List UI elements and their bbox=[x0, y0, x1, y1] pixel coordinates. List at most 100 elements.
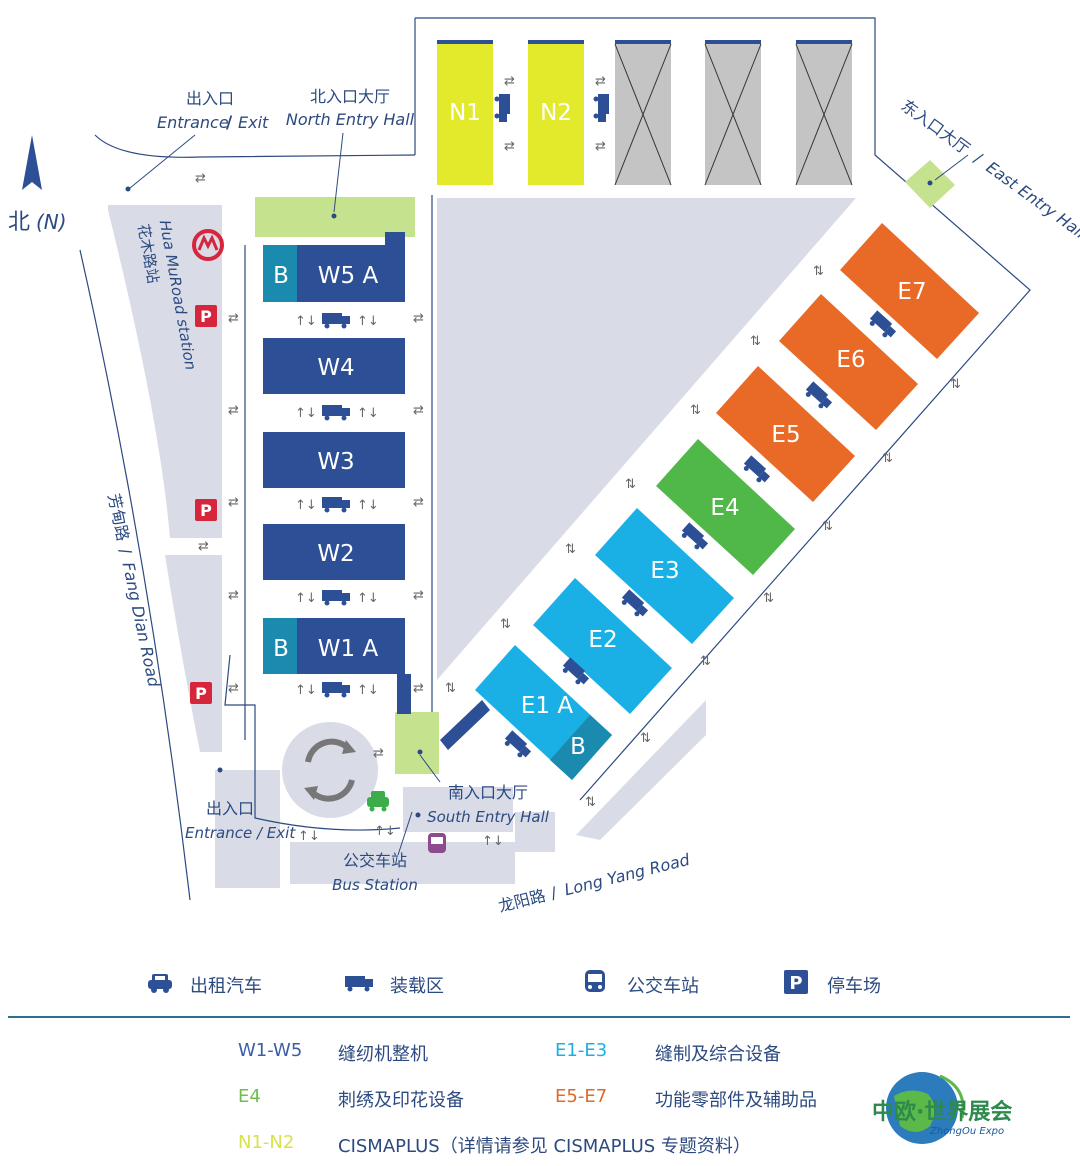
category-desc: 功能零部件及辅助品 bbox=[655, 1090, 817, 1111]
svg-text:P: P bbox=[195, 684, 207, 703]
svg-text:↑↓: ↑↓ bbox=[295, 406, 317, 421]
sw-ground bbox=[215, 770, 280, 888]
svg-text:↑↓: ↑↓ bbox=[295, 314, 317, 329]
hall-w3 bbox=[263, 432, 405, 488]
svg-text:⇅: ⇅ bbox=[750, 334, 761, 349]
svg-text:⇄: ⇄ bbox=[195, 171, 206, 186]
closed-hall-3 bbox=[795, 40, 853, 186]
metro-station-icon bbox=[192, 229, 224, 261]
bus-station-label-cn: 公交车站 bbox=[343, 851, 407, 870]
logo-text-en: ZhongOu Expo bbox=[930, 1126, 1005, 1137]
svg-text:↑↓: ↑↓ bbox=[357, 498, 379, 513]
west-halls: B W5 A W4 W3 W2 B W1 A ↑↓↑↓ ↑↓↑↓ ↑↓↑↓ ↑↓… bbox=[195, 171, 504, 849]
closed-hall-2 bbox=[704, 40, 762, 186]
longyang-label-cn: 龙阳路 bbox=[496, 886, 547, 916]
loading-legend-icon bbox=[345, 976, 375, 996]
svg-text:⇄: ⇄ bbox=[504, 74, 515, 89]
svg-text:⇅: ⇅ bbox=[565, 542, 576, 557]
svg-text:↑↓: ↑↓ bbox=[298, 829, 320, 844]
hall-e2-label: E2 bbox=[588, 627, 617, 653]
svg-text:↑↓: ↑↓ bbox=[357, 683, 379, 698]
hall-n2-label: N2 bbox=[540, 100, 572, 126]
sw-exit-label-en: Entrance / Exit bbox=[185, 824, 296, 842]
east-loading-bays: ⇅ ⇅ ⇅ ⇅ ⇅ ⇅ ⇅ ⇅ ⇅ ⇅ ⇅ ⇅ ⇅ ⇅ bbox=[445, 264, 961, 810]
hall-e7-label: E7 bbox=[897, 279, 926, 305]
hall-w1-label: W1 A bbox=[318, 636, 379, 662]
svg-text:⇄: ⇄ bbox=[228, 681, 239, 696]
hall-e1-label: E1 A bbox=[521, 693, 573, 719]
east-ground-strip bbox=[576, 700, 706, 840]
svg-text:⇄: ⇄ bbox=[228, 588, 239, 603]
category-code: E5-E7 bbox=[555, 1086, 608, 1107]
svg-text:⇄: ⇄ bbox=[228, 495, 239, 510]
west-parking-ground bbox=[108, 205, 222, 538]
svg-text:⇅: ⇅ bbox=[813, 264, 824, 279]
svg-text:⇅: ⇅ bbox=[500, 617, 511, 632]
svg-text:⇅: ⇅ bbox=[950, 377, 961, 392]
category-desc: CISMAPLUS（详情请参见 CISMAPLUS 专题资料） bbox=[338, 1136, 751, 1157]
sw-exit-label-cn: 出入口 bbox=[206, 799, 254, 818]
svg-text:⇄: ⇄ bbox=[504, 139, 515, 154]
hall-w2 bbox=[263, 524, 405, 580]
category-desc: 缝制及综合设备 bbox=[655, 1044, 781, 1065]
svg-text:/: / bbox=[116, 547, 136, 557]
hall-w2-label: W2 bbox=[317, 541, 354, 567]
svg-text:↑↓: ↑↓ bbox=[482, 834, 504, 849]
hall-w5b-label: B bbox=[273, 263, 289, 289]
taxi-legend-label: 出租汽车 bbox=[190, 976, 262, 997]
hall-e1b bbox=[550, 715, 612, 780]
hall-w3-label: W3 bbox=[317, 449, 354, 475]
svg-text:⇄: ⇄ bbox=[228, 403, 239, 418]
category-code: E1-E3 bbox=[555, 1040, 608, 1061]
nw-exit-label-en-b: Exit bbox=[238, 113, 269, 132]
fangdian-label-cn: 芳甸路 bbox=[104, 492, 133, 543]
svg-text:⇅: ⇅ bbox=[445, 681, 456, 696]
west-loading-bays: ↑↓↑↓ ↑↓↑↓ ↑↓↑↓ ↑↓↑↓ ↑↓↑↓ ⇄⇄ ⇄⇄ ⇄⇄ ⇄⇄ ⇄⇄ … bbox=[195, 171, 504, 849]
bus-station-label-en: Bus Station bbox=[332, 876, 418, 894]
bus-legend-icon bbox=[584, 969, 606, 999]
svg-text:⇄: ⇄ bbox=[413, 681, 424, 696]
bus-station-ground bbox=[290, 842, 515, 884]
longyang-label-en: Long Yang Road bbox=[562, 850, 692, 900]
hall-e4 bbox=[656, 439, 795, 575]
site-outline bbox=[79, 17, 1031, 901]
south-ground-2 bbox=[515, 812, 555, 852]
svg-text:↑↓: ↑↓ bbox=[357, 406, 379, 421]
hall-w4 bbox=[263, 338, 405, 394]
east-hall-label-cn: 东入口大厅 bbox=[898, 96, 974, 158]
parking-marker-2: P bbox=[195, 499, 217, 521]
parking-marker-1: P bbox=[195, 305, 217, 327]
legend-divider bbox=[8, 1016, 1070, 1018]
svg-text:↑↓: ↑↓ bbox=[295, 498, 317, 513]
east-hall-label-en: East Entry Hall bbox=[983, 158, 1080, 243]
svg-text:⇄: ⇄ bbox=[413, 495, 424, 510]
parking-legend-label: 停车场 bbox=[827, 976, 881, 997]
north-hall-label-cn: 北入口大厅 bbox=[310, 87, 390, 106]
south-entry-hall bbox=[395, 712, 439, 774]
taxi-icon bbox=[367, 791, 389, 812]
svg-text:↑↓: ↑↓ bbox=[295, 683, 317, 698]
parking-legend-icon: P bbox=[784, 970, 808, 998]
north-loading-truck-1 bbox=[494, 94, 510, 122]
svg-text:↑↓: ↑↓ bbox=[374, 824, 396, 839]
svg-text:⇄: ⇄ bbox=[413, 403, 424, 418]
east-halls: E1 A B E2 E3 E4 E5 E6 E7 ⇅ ⇅ ⇅ ⇅ ⇅ ⇅ ⇅ bbox=[440, 223, 979, 810]
closed-hall-1 bbox=[614, 40, 672, 186]
svg-text:↑↓: ↑↓ bbox=[357, 314, 379, 329]
hall-n1 bbox=[437, 42, 493, 185]
west-parking-ground-2 bbox=[165, 555, 222, 752]
hall-w5b bbox=[263, 245, 297, 302]
hall-n2 bbox=[528, 42, 584, 185]
nw-exit-label-en-a: Entrance bbox=[157, 113, 229, 132]
logo-text-cn: 中欧·世界展会 bbox=[872, 1100, 1013, 1125]
svg-text:⇅: ⇅ bbox=[763, 591, 774, 606]
hall-e2 bbox=[533, 578, 672, 714]
parking-marker-3: P bbox=[190, 682, 212, 704]
hall-e6 bbox=[779, 294, 918, 430]
hall-e7 bbox=[840, 223, 979, 359]
svg-text:↑↓: ↑↓ bbox=[357, 591, 379, 606]
svg-text:⇄: ⇄ bbox=[198, 539, 209, 554]
svg-text:⇄: ⇄ bbox=[595, 74, 606, 89]
svg-text:⇅: ⇅ bbox=[690, 403, 701, 418]
svg-text:⇅: ⇅ bbox=[822, 519, 833, 534]
